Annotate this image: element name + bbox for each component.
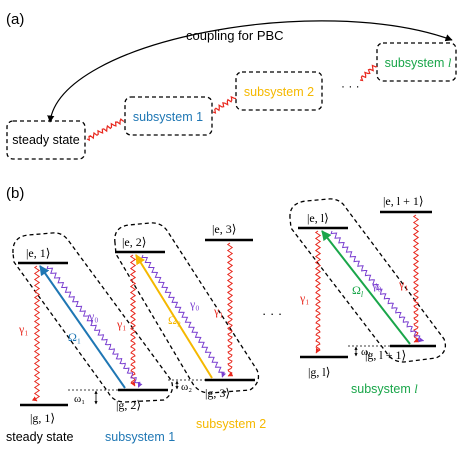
omegal-gap-label: ωl [361, 346, 370, 359]
subsystem-2-dashed-region [114, 222, 260, 394]
coupling-squiggle-steady-sub1 [86, 118, 125, 142]
subsystem-l-dashed-region [289, 198, 447, 363]
subsystem-1-box-label: subsystem 1 [133, 110, 203, 124]
rabi-drive-omega2-arrow [135, 254, 213, 379]
gamma1-decay-e1-g1 [31, 265, 41, 402]
steady-state-box-label: steady state [12, 133, 79, 147]
pbc-coupling-arrow [47, 20, 453, 123]
omega1-gap-label: ω₁ [74, 393, 85, 405]
coupling-squiggle-ellipsis-subl [359, 64, 378, 82]
gamma1-label-2: γ₁ [116, 317, 127, 331]
coupling-squiggle-sub1-sub2 [212, 95, 237, 114]
omegal-rabi-label: Ωl [352, 283, 364, 299]
pbc-coupling-label: coupling for PBC [186, 28, 284, 43]
rabi-drive-omega1-arrow [39, 265, 126, 389]
gamma0-label-1: γ₀ [88, 309, 99, 323]
gamma1-label-1: γ₁ [18, 322, 29, 336]
ket-e3: |e, 3⟩ [212, 222, 236, 236]
panel-b-label: (b) [6, 185, 24, 202]
gamma0-decay-e2-g3 [141, 254, 227, 378]
ket-e1: |e, 1⟩ [26, 246, 50, 260]
omega2-gap-label: ω₂ [181, 381, 192, 393]
gamma0-label-l: γ₀ [371, 278, 382, 292]
panel-b-ellipsis: · · · [262, 306, 282, 321]
gamma1-decay-el1-gl1 [412, 214, 420, 343]
gamma1-label-l1: γ₁ [398, 277, 409, 291]
gamma1-decay-e3-g3 [226, 242, 234, 377]
ket-el1: |e, l + 1⟩ [383, 194, 424, 208]
gamma1-label-l: γ₁ [299, 291, 310, 305]
subsystem-2-box [235, 71, 323, 111]
panel-a-label: (a) [6, 11, 24, 28]
gamma1-decay-el-gl [314, 230, 322, 354]
decay-channels [31, 214, 425, 402]
gamma0-label-2: γ₀ [189, 297, 200, 311]
subsystem-l-box-label: subsystem l [385, 56, 452, 70]
caption-subsystem-2: subsystem 2 [196, 417, 266, 431]
gamma1-decay-e2-g2 [129, 254, 137, 387]
omega2-rabi-label: Ω₂ [168, 313, 181, 327]
caption-steady-state: steady state [6, 430, 73, 444]
ket-g3: |g, 3⟩ [205, 386, 230, 400]
gamma0-decay-e1-g2 [46, 265, 143, 388]
ket-e2: |e, 2⟩ [122, 235, 146, 249]
ket-el: |e, l⟩ [307, 211, 329, 225]
steady-state-box [6, 120, 86, 160]
subsystem-2-box-label: subsystem 2 [244, 85, 314, 99]
ket-gl1: |g, l + 1⟩ [365, 348, 406, 362]
subsystem-1-box [124, 96, 213, 136]
gamma0-decay-el-gl1 [330, 230, 425, 343]
ket-g2: |g, 2⟩ [116, 398, 141, 412]
omega1-rabi-label: Ω₁ [68, 330, 81, 344]
panel-a-ellipsis: · · · [341, 79, 360, 93]
subsystem-1-dashed-region [12, 232, 174, 403]
ket-gl: |g, l⟩ [308, 365, 330, 379]
gamma1-label-3: γ₁ [213, 304, 224, 318]
caption-subsystem-1: subsystem 1 [105, 430, 175, 444]
rabi-drive-omegal-arrow [321, 230, 411, 345]
ket-g1: |g, 1⟩ [30, 411, 55, 425]
caption-subsystem-l: subsystem l [351, 382, 418, 396]
